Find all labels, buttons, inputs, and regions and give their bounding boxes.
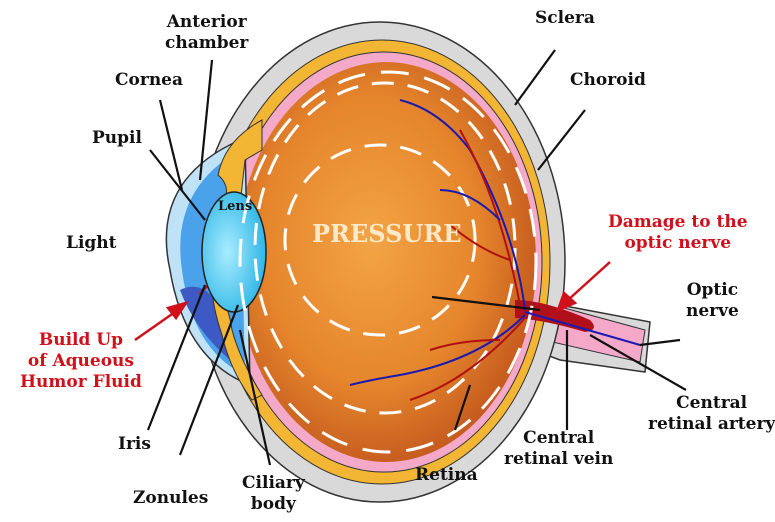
label-line: chamber (165, 33, 249, 53)
label-line: retinal vein (504, 449, 614, 469)
label-line: of Aqueous (27, 351, 134, 371)
label-choroid: Choroid (570, 70, 646, 90)
label-line: Damage to the (608, 212, 748, 232)
label-sclera: Sclera (535, 8, 595, 28)
label-optic-nerve: Optic nerve (686, 280, 739, 322)
label-line: body (250, 494, 296, 514)
label-anterior-chamber: Anterior chamber (165, 12, 248, 54)
label-line: nerve (686, 301, 739, 321)
label-iris: Iris (118, 434, 151, 454)
label-line: Central (676, 393, 748, 413)
label-damage-optic-nerve: Damage to the optic nerve (608, 212, 748, 254)
label-lens: Lens (218, 199, 253, 214)
leader-lines (146, 49, 687, 466)
lens-shape (201, 191, 267, 313)
retinal-vessels (349, 99, 641, 401)
label-line: Optic (686, 280, 739, 300)
label-line: Build Up (38, 330, 124, 350)
label-pupil: Pupil (92, 128, 142, 148)
label-build-up-aqueous-humor: Build Up of Aqueous Humor Fluid (20, 330, 142, 393)
label-light: Light (66, 233, 117, 253)
label-central-retinal-artery: Central retinal artery (648, 393, 775, 435)
label-line: optic nerve (624, 233, 732, 253)
label-line: Central (523, 428, 595, 448)
annotation-arrows (134, 261, 611, 342)
label-central-retinal-vein: Central retinal vein (504, 428, 613, 470)
pressure-rings (238, 70, 538, 454)
label-line: retinal artery (648, 414, 775, 434)
label-line: Humor Fluid (20, 372, 142, 392)
label-zonules: Zonules (133, 488, 209, 508)
label-pressure: PRESSURE (312, 219, 462, 248)
label-cornea: Cornea (115, 70, 184, 90)
label-line: Anterior (166, 12, 247, 32)
label-ciliary-body: Ciliary body (242, 473, 305, 515)
vitreous-body (236, 62, 536, 462)
label-line: Ciliary (242, 473, 305, 493)
label-retina: Retina (415, 465, 478, 485)
